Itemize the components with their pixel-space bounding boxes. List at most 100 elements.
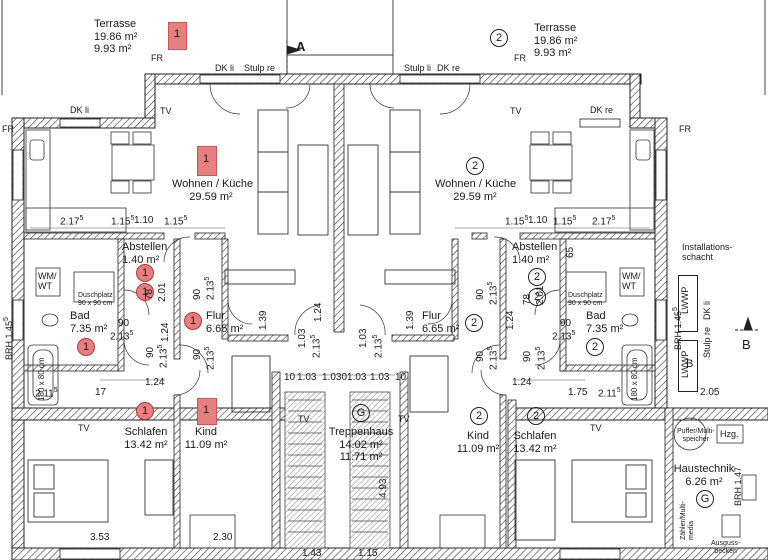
unit-2-badge: 2	[528, 268, 546, 286]
room-name: Flur	[422, 310, 441, 322]
unit-2-badge: 2	[586, 338, 604, 356]
dimension-label: 10	[284, 372, 296, 383]
room-name: Flur	[206, 310, 225, 322]
fr-label: FR	[514, 53, 526, 63]
dimension-label: 1.15	[358, 548, 378, 559]
room-area: 13.42 m²	[513, 442, 557, 455]
unit-2-badge: 2	[527, 407, 545, 425]
dimension-label: 90	[522, 350, 533, 362]
wohnen-left-label: Wohnen / Küche 29.59 m²	[172, 178, 254, 203]
dimension-label: 1.155	[553, 215, 577, 228]
room-area: 6.65 m²	[422, 322, 460, 335]
tv-label: TV	[510, 106, 522, 116]
bad-left-label: Bad 7.35 m²	[70, 310, 107, 335]
section-markers	[286, 40, 760, 331]
lwwp-label: LWWP	[680, 286, 690, 314]
terrace-outlines	[1, 0, 766, 95]
dimension-label: 4.93	[378, 478, 389, 498]
dimension-label: 2.115	[598, 387, 621, 400]
wohnen-right-label: Wohnen / Küche 29.59 m²	[435, 178, 516, 203]
wm-wt-label: WM/ WT	[38, 271, 57, 292]
dimension-label: 1.155	[505, 215, 529, 228]
unit-1-number: 1	[202, 404, 210, 416]
interior-walls	[23, 83, 674, 549]
dimension-label: 1.39	[405, 310, 416, 330]
dimension-label: 1.24	[145, 377, 165, 388]
unit-1-number: 1	[202, 153, 210, 165]
room-name: Bad	[586, 310, 606, 322]
dimension-label: 1.24	[505, 310, 516, 330]
unit-1-marker	[197, 146, 217, 176]
dimension-label: 2.01	[157, 282, 168, 302]
tv-label: TV	[160, 106, 172, 116]
room-name: Kind	[194, 426, 218, 438]
bad-right-label: Bad 7.35 m²	[586, 310, 623, 335]
room-area: 7.35 m²	[586, 322, 624, 335]
stulp-re-label: Stulp re	[244, 63, 276, 73]
installationsschacht-label: Installations- schacht	[682, 242, 733, 263]
dimension-label: 2.135	[110, 330, 134, 343]
bathtub-size-label: 180 x 80 cm	[630, 357, 639, 401]
hzg-label: Hzg.	[720, 429, 739, 439]
dk-re-label: DK re	[590, 105, 614, 115]
dk-li-label: DK li	[215, 63, 235, 73]
dimension-label: 78	[522, 293, 533, 305]
dimension-label: 2.135	[157, 344, 170, 368]
dimension-label: 90	[475, 350, 486, 362]
room-area: 29.59 m²	[189, 190, 233, 203]
unit-2-badge: 2	[465, 314, 483, 332]
dimension-label: 90	[145, 346, 156, 358]
dimension-label: 1.43	[302, 548, 322, 559]
dimension-label: 90	[475, 288, 486, 300]
stairs	[284, 391, 391, 549]
room-area: 1.40 m²	[122, 253, 160, 266]
terrasse-left-label: Terrasse 19.86 m² 9.93 m²	[94, 18, 137, 56]
unit-2-badge: 2	[528, 288, 546, 306]
abstellen-left-label: Abstellen 1.40 m²	[122, 241, 167, 266]
dimension-label: 90	[192, 348, 203, 360]
dimension-label: 2.01	[535, 285, 546, 305]
room-name: Wohnen / Küche	[172, 178, 254, 190]
desks	[189, 514, 486, 549]
room-area-secondary: 9.93 m²	[94, 43, 132, 56]
section-a-marker: A	[296, 39, 306, 54]
treppenhaus-label: Treppenhaus 14.02 m² 11.71 m²	[325, 426, 397, 464]
dimension-label: 1.03	[297, 372, 317, 383]
haustechnik-label: Haustechnik 6.26 m²	[672, 463, 736, 488]
dimension-label: 1.24	[313, 302, 324, 322]
dimension-label: 1.24	[512, 377, 532, 388]
dimension-label: 17	[95, 387, 107, 398]
room-area: 11.09 m²	[456, 442, 500, 455]
unit-1-badge: 1	[184, 312, 202, 330]
room-area: 19.86 m²	[94, 30, 138, 43]
ausguss-label: Ausguss- becken	[711, 540, 741, 556]
unit-1-marker	[168, 22, 187, 50]
unit-2-badge: 2	[490, 29, 508, 47]
room-area-secondary: 9.93 m²	[534, 47, 572, 60]
windows	[12, 74, 667, 560]
tv-label: TV	[398, 414, 410, 424]
tv-label: TV	[298, 414, 310, 424]
bath-fixtures	[27, 267, 653, 406]
room-name: Terrasse	[94, 18, 137, 30]
dimension-label: 2.135	[552, 330, 576, 343]
dimension-label: 2.135	[487, 281, 500, 305]
room-name: Schlafen	[124, 426, 168, 438]
brh-label: BRH 1.455	[3, 317, 14, 360]
unit-1-badge: 1	[136, 283, 154, 301]
dimension-label: 2.05	[700, 387, 720, 398]
room-area: 14.02 m²	[339, 438, 383, 451]
dimension-label: 1.03	[297, 328, 308, 348]
dimension-label: 2.175	[60, 215, 84, 228]
fr-label: FR	[151, 53, 163, 63]
kind-left-label: Kind 11.09 m²	[180, 426, 232, 451]
unit-1-badge: 1	[136, 402, 154, 420]
duschplatz-label: Duschplatz 90 x 90 cm	[568, 292, 603, 308]
room-name: Terrasse	[534, 22, 577, 34]
wm-wt-label: WM/ WT	[622, 271, 641, 292]
unit-2-badge: 2	[466, 157, 484, 175]
common-area-badge: G	[696, 490, 714, 508]
dimension-label: 1.0301.03	[322, 372, 367, 383]
dimension-label: 3.53	[90, 532, 110, 543]
beds	[27, 355, 653, 541]
